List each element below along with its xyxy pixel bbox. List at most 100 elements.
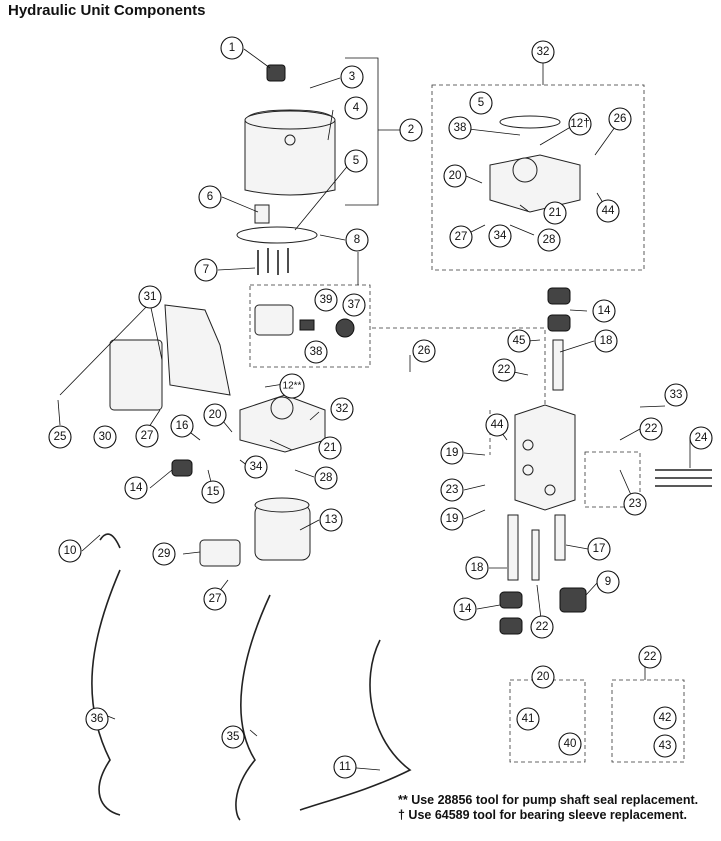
coil-upper-2 — [547, 314, 571, 332]
bolts-24 — [655, 469, 712, 487]
callout-38a: 38 — [448, 116, 472, 140]
svg-text:23: 23 — [629, 498, 642, 510]
svg-text:10: 10 — [64, 545, 77, 557]
callout-34b: 34 — [244, 455, 268, 479]
callout-18b: 18 — [465, 556, 489, 580]
svg-text:19: 19 — [446, 513, 459, 525]
svg-text:21: 21 — [549, 207, 562, 219]
bracket-2 — [345, 57, 400, 206]
cartridge-22 — [531, 529, 540, 581]
svg-text:32: 32 — [537, 46, 550, 58]
svg-text:1: 1 — [229, 42, 235, 54]
group-box-8 — [249, 284, 371, 368]
svg-text:14: 14 — [459, 603, 472, 615]
coil-upper-1 — [547, 287, 571, 305]
callout-44b: 44 — [485, 413, 509, 437]
svg-text:45: 45 — [513, 335, 526, 347]
coil-lower-2 — [499, 617, 523, 635]
harness-35 — [235, 594, 271, 821]
coil-9 — [559, 587, 587, 613]
svg-text:19: 19 — [446, 447, 459, 459]
svg-text:28: 28 — [320, 472, 333, 484]
coil-lower-1 — [499, 591, 523, 609]
svg-text:28: 28 — [543, 234, 556, 246]
svg-text:44: 44 — [602, 205, 615, 217]
svg-text:18: 18 — [471, 562, 484, 574]
callout-27b: 27 — [135, 424, 159, 448]
callout-8: 8 — [345, 228, 369, 252]
callout-28b: 28 — [314, 466, 338, 490]
callout-14a: 14 — [592, 299, 616, 323]
svg-text:13: 13 — [325, 514, 338, 526]
callout-19b: 19 — [440, 507, 464, 531]
svg-text:3: 3 — [349, 71, 355, 83]
callout-7: 7 — [194, 258, 218, 282]
svg-text:8: 8 — [354, 234, 360, 246]
svg-text:39: 39 — [320, 294, 333, 306]
coil-left — [171, 459, 193, 477]
callout-33: 33 — [664, 383, 688, 407]
callout-32a: 32 — [531, 40, 555, 64]
svg-text:20: 20 — [537, 671, 550, 683]
callout-37: 37 — [342, 293, 366, 317]
callout-24: 24 — [689, 426, 713, 450]
harness-36 — [91, 569, 121, 816]
svg-text:16: 16 — [176, 420, 189, 432]
callout-20a: 20 — [443, 164, 467, 188]
cover-plate — [164, 304, 231, 396]
svg-text:11: 11 — [339, 761, 351, 773]
callout-20b: 20 — [203, 403, 227, 427]
callout-25: 25 — [48, 425, 72, 449]
diagram-title: Hydraulic Unit Components — [8, 2, 206, 19]
callout-22a: 22 — [492, 358, 516, 382]
o-ring-lower — [236, 226, 318, 244]
callout-13: 13 — [319, 508, 343, 532]
callout-3: 3 — [340, 65, 364, 89]
callout-43: 43 — [653, 734, 677, 758]
callout-40: 40 — [558, 732, 582, 756]
svg-text:5: 5 — [478, 97, 484, 109]
svg-text:34: 34 — [494, 230, 507, 242]
svg-text:9: 9 — [605, 576, 611, 588]
callout-6: 6 — [198, 185, 222, 209]
callout-9: 9 — [596, 570, 620, 594]
callout-22d: 22 — [638, 645, 662, 669]
callout-17: 17 — [587, 537, 611, 561]
cartridge-18-upper — [552, 339, 564, 391]
svg-text:26: 26 — [614, 113, 627, 125]
callout-36: 36 — [85, 707, 109, 731]
callout-5b: 5 — [344, 149, 368, 173]
callout-14c: 14 — [453, 597, 477, 621]
callout-21a: 21 — [543, 201, 567, 225]
callout-44a: 44 — [596, 199, 620, 223]
o-ring-upper — [499, 115, 561, 129]
callout-28a: 28 — [537, 228, 561, 252]
filler-cap — [266, 64, 286, 82]
bolts-7 — [257, 248, 289, 275]
svg-text:42: 42 — [659, 712, 672, 724]
motor — [254, 497, 311, 561]
svg-text:26: 26 — [418, 345, 431, 357]
svg-text:22: 22 — [498, 364, 511, 376]
svg-text:38: 38 — [454, 122, 467, 134]
svg-text:20: 20 — [209, 409, 222, 421]
note-pump-shaft-seal: ** Use 28856 tool for pump shaft seal re… — [398, 793, 699, 807]
callout-1: 1 — [220, 36, 244, 60]
callout-11: 11 — [333, 755, 357, 779]
svg-text:17: 17 — [593, 543, 606, 555]
callout-15: 15 — [201, 480, 225, 504]
svg-text:33: 33 — [670, 389, 683, 401]
group-box-32 — [431, 84, 645, 271]
reservoir-tank — [244, 109, 336, 196]
svg-text:14: 14 — [598, 305, 611, 317]
svg-text:27: 27 — [209, 593, 222, 605]
svg-text:31: 31 — [144, 291, 157, 303]
control-box — [109, 339, 163, 411]
callout-42: 42 — [653, 706, 677, 730]
valve-manifold — [514, 404, 576, 511]
svg-text:23: 23 — [446, 484, 459, 496]
callout-14b: 14 — [124, 476, 148, 500]
harness-11 — [299, 639, 412, 811]
svg-text:41: 41 — [522, 713, 535, 725]
